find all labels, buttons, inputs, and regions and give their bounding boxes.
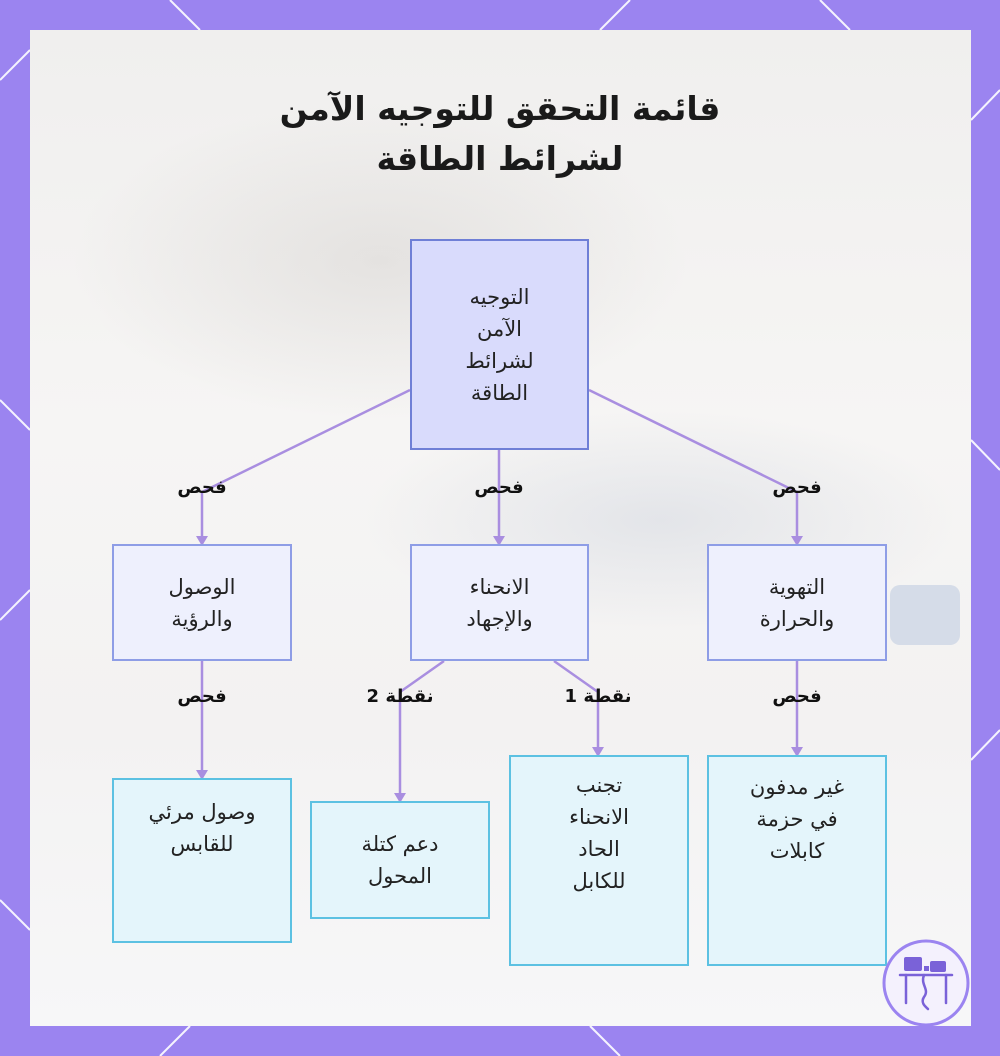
node-text: الوصول: [168, 574, 236, 599]
node-text: غير مدفون: [749, 775, 845, 799]
arrowhead: [791, 536, 803, 546]
node-text: الحاد: [578, 837, 620, 861]
node-text: التوجيه: [469, 284, 530, 309]
node-not-buried-in-cable-bundle: غير مدفون في حزمة كابلات: [707, 755, 887, 966]
diagram-title: قائمة التحقق للتوجيه الآمن لشرائط الطاقة: [0, 84, 1000, 184]
connector-bending-adapter: [398, 659, 445, 801]
arrowhead: [791, 747, 803, 757]
node-text: دعم كتلة: [361, 832, 439, 856]
arrowhead: [394, 793, 406, 803]
node-text: والحرارة: [759, 606, 835, 631]
node-bending-stress: الانحناء والإجهاد: [410, 544, 589, 661]
connector-root-access: [200, 388, 411, 544]
edge-label-point-2: نقطة 2: [366, 686, 434, 707]
node-text: لشرائط: [465, 348, 534, 373]
node-adapter-block-support: دعم كتلة المحول: [310, 801, 490, 919]
arrowhead: [592, 747, 604, 757]
arrowhead: [196, 770, 208, 780]
node-text: الانحناء: [469, 574, 530, 599]
node-visible-plug-access: وصول مرئي للقابس: [112, 778, 292, 943]
background-blur: [890, 585, 960, 645]
node-safe-routing-power-strips: التوجيه الآمن لشرائط الطاقة: [410, 239, 589, 450]
edge-label-point-1: نقطة 1: [564, 686, 632, 707]
node-text: والإجهاد: [466, 606, 533, 631]
node-text: للقابس: [170, 832, 234, 856]
title-line: قائمة التحقق للتوجيه الآمن: [279, 89, 721, 128]
arrowhead: [493, 536, 505, 546]
node-text: كابلات: [769, 839, 825, 863]
node-text: الانحناء: [569, 805, 629, 829]
node-text: وصول مرئي: [148, 800, 256, 824]
node-text: الآمن: [476, 316, 523, 341]
edge-label-check: فحص: [177, 686, 227, 707]
node-text: للكابل: [572, 869, 626, 893]
edge-label-check: فحص: [772, 477, 822, 498]
node-text: التهوية: [768, 574, 826, 599]
edge-label-check: فحص: [177, 477, 227, 498]
node-avoid-sharp-cable-bend: تجنب الانحناء الحاد للكابل: [509, 755, 689, 966]
node-text: والرؤية: [171, 606, 233, 631]
node-text: في حزمة: [756, 807, 838, 831]
edge-label-check: فحص: [474, 477, 524, 498]
node-text: المحول: [367, 864, 433, 888]
arrowhead: [196, 536, 208, 546]
node-access-visibility: الوصول والرؤية: [112, 544, 292, 661]
desk-workspace-icon: [882, 939, 970, 1027]
edge-label-check: فحص: [772, 686, 822, 707]
title-line: لشرائط الطاقة: [376, 139, 624, 178]
node-text: تجنب: [575, 773, 623, 797]
connector-root-ventilation: [588, 388, 799, 544]
node-ventilation-heat: التهوية والحرارة: [707, 544, 887, 661]
connector-bending-avoid: [553, 659, 600, 755]
node-text: الطاقة: [470, 380, 529, 405]
